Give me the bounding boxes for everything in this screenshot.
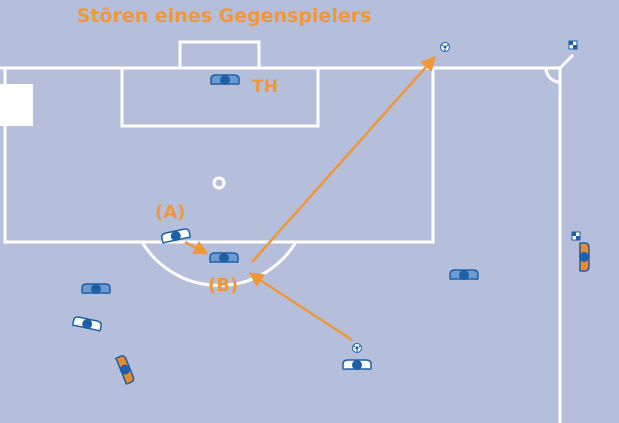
penalty-spot <box>212 176 226 190</box>
player-a-label: (A) <box>155 202 185 223</box>
pass-arrow <box>248 272 353 342</box>
linesman-flag-icon <box>571 231 581 241</box>
penalty-arc <box>140 241 298 287</box>
ball-icon <box>440 42 450 52</box>
shot-arrow <box>251 55 436 263</box>
goalkeeper-marker <box>210 74 240 86</box>
corner-flag-icon <box>568 40 578 50</box>
goal <box>178 40 261 70</box>
defender-left-marker <box>81 283 111 295</box>
corner-flag-pole <box>558 53 575 70</box>
player-b-label: (B) <box>208 275 238 296</box>
defender-right-marker <box>449 269 479 281</box>
arrows <box>184 55 436 342</box>
ball-carrier-marker <box>342 359 372 371</box>
advertising-board <box>0 84 33 126</box>
corner-arc <box>544 67 561 84</box>
pitch-lines <box>0 40 575 423</box>
run-arrow <box>184 240 209 255</box>
player-b-marker <box>209 252 239 264</box>
goalkeeper-label: TH <box>252 77 278 97</box>
linesman-marker <box>578 242 590 272</box>
ball-icon <box>352 343 362 353</box>
diagram-title: Stören eines Gegenspielers <box>77 5 372 27</box>
